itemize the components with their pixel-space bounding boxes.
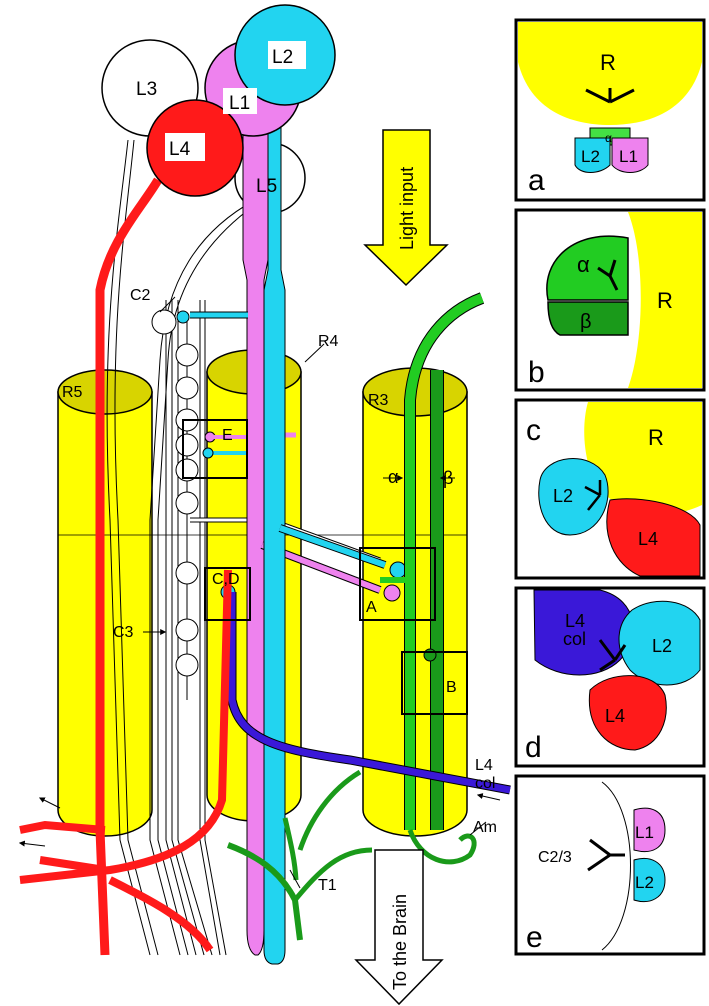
panel-a-r: R	[600, 50, 616, 75]
label-l1: L1	[229, 93, 250, 114]
label-alpha: α	[388, 467, 398, 487]
panel-d-l4col-2: col	[563, 629, 586, 649]
label-c3: C3	[113, 624, 134, 641]
panel-d: L4 col L2 L4 d	[516, 588, 704, 766]
label-e: E	[222, 427, 233, 444]
panel-a-letter: a	[528, 164, 545, 197]
label-light-input: Light input	[397, 167, 417, 250]
panel-a-l1: L1	[619, 147, 638, 166]
panel-d-letter: d	[525, 731, 542, 764]
panel-c-l4: L4	[638, 529, 658, 549]
panel-e: C2/3 L1 L2 e	[516, 776, 704, 954]
panel-c: R L2 L4 c	[516, 400, 704, 578]
label-l2: L2	[272, 47, 293, 68]
label-r3: R3	[368, 392, 389, 409]
label-c2: C2	[130, 287, 151, 304]
label-l4: L4	[169, 139, 191, 160]
panel-d-l4col-1: L4	[565, 611, 585, 631]
panel-c-l2: L2	[553, 486, 573, 506]
panel-d-l4: L4	[605, 706, 625, 726]
panel-a: R α L2 L1 a	[516, 20, 704, 200]
panel-d-l2: L2	[652, 636, 672, 656]
label-b: B	[446, 679, 457, 696]
label-l3: L3	[136, 79, 157, 100]
panel-e-c23: C2/3	[538, 849, 572, 866]
label-r5: R5	[62, 384, 83, 401]
label-to-brain: To the Brain	[390, 894, 410, 990]
label-l4col-1: L4	[475, 757, 493, 774]
panel-b-letter: b	[528, 356, 545, 389]
panel-a-alpha: α	[605, 131, 612, 145]
label-cd: C,D	[212, 571, 240, 588]
panel-e-l2: L2	[635, 873, 654, 892]
panel-e-l1: L1	[635, 823, 654, 842]
panel-a-l2: L2	[581, 147, 600, 166]
label-am: Am	[473, 819, 497, 836]
panel-b-alpha: α	[577, 252, 590, 277]
panel-b-beta: β	[580, 311, 592, 333]
panel-b-r: R	[657, 288, 673, 313]
panel-c-r: R	[648, 425, 664, 450]
cartridge-r5	[58, 370, 152, 836]
label-r4: R4	[318, 333, 339, 350]
label-l4col-2: col	[475, 775, 495, 792]
main-diagram: L3 L1 L2 L4 L5 C2 R4 R5 R3 E α β C,D A C…	[20, 5, 510, 1004]
panel-c-letter: c	[526, 414, 541, 447]
label-t1: T1	[318, 877, 337, 894]
panel-e-letter: e	[526, 921, 543, 954]
panel-b: α β R b	[516, 210, 704, 390]
label-beta: β	[443, 468, 453, 488]
label-l5: L5	[256, 176, 277, 197]
label-a: A	[366, 599, 377, 616]
